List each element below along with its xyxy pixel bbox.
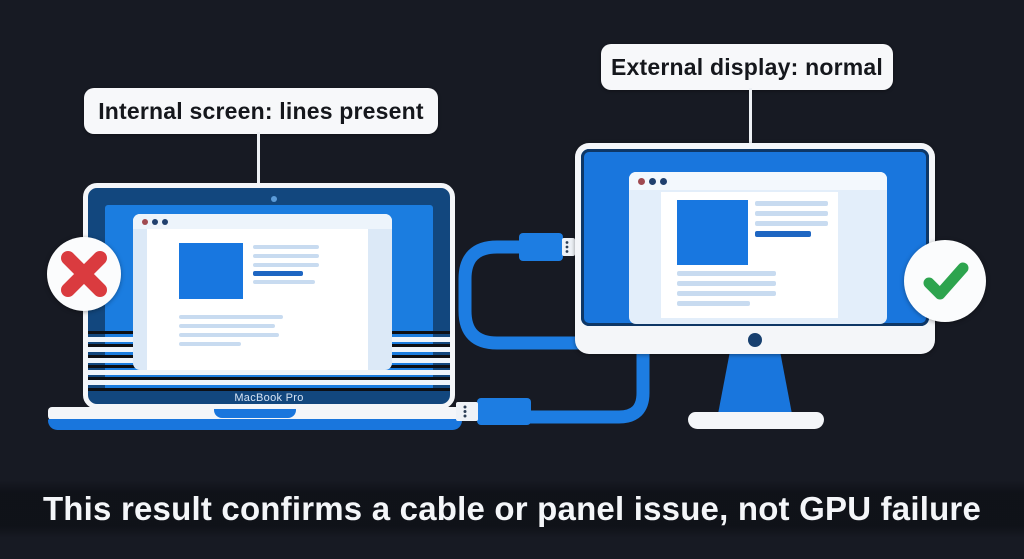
button-placeholder — [253, 271, 303, 276]
external-display-callout-label: External display: normal — [611, 53, 883, 80]
window-zoom-dot-icon — [162, 218, 168, 225]
laptop-camera-dot — [271, 196, 277, 202]
text-line-placeholder — [677, 281, 776, 286]
monitor-browser-window — [629, 172, 887, 324]
usb-plug-icon-bottom — [456, 398, 531, 425]
text-line-placeholder — [179, 342, 241, 346]
button-placeholder — [755, 231, 811, 237]
window-zoom-dot-icon — [660, 177, 667, 185]
monitor-browser-titlebar — [629, 172, 887, 190]
text-line-placeholder — [179, 333, 279, 337]
laptop-hinge-notch — [214, 409, 296, 418]
text-line-placeholder — [253, 280, 315, 284]
laptop-brand-label: MacBook Pro — [234, 392, 304, 404]
text-line-placeholder — [253, 263, 319, 267]
text-line-placeholder — [755, 211, 828, 216]
laptop-base-front-edge — [48, 419, 462, 430]
image-placeholder — [179, 243, 243, 299]
laptop-browser-content — [147, 229, 368, 370]
caption-text: This result confirms a cable or panel is… — [42, 490, 982, 527]
green-check-icon — [923, 262, 969, 300]
text-line-placeholder — [253, 254, 319, 258]
monitor-stand-neck — [718, 352, 792, 414]
monitor-stand-base — [688, 412, 824, 429]
text-line-placeholder — [253, 245, 319, 249]
text-line-placeholder — [677, 301, 750, 306]
red-cross-icon — [61, 251, 107, 297]
window-close-dot-icon — [638, 177, 645, 185]
text-line-placeholder — [677, 291, 776, 296]
cable-lower-run — [523, 343, 650, 424]
text-line-placeholder — [755, 221, 828, 226]
text-line-placeholder — [179, 315, 283, 319]
status-ok-badge — [904, 240, 986, 322]
monitor-browser-content — [661, 192, 838, 318]
laptop-browser-titlebar — [133, 214, 392, 229]
window-close-dot-icon — [142, 218, 148, 225]
text-line-placeholder — [179, 324, 275, 328]
caption-backdrop-band — [0, 480, 1024, 538]
usb-plug-icon-top — [519, 233, 575, 261]
window-minimize-dot-icon — [649, 177, 656, 185]
window-minimize-dot-icon — [152, 218, 158, 225]
internal-screen-callout-label: Internal screen: lines present — [98, 97, 424, 124]
external-callout-connector-line — [749, 88, 752, 148]
monitor-chin-dot — [748, 333, 762, 347]
external-display-callout: External display: normal — [601, 44, 893, 90]
status-fail-badge — [47, 237, 121, 311]
internal-screen-callout: Internal screen: lines present — [84, 88, 438, 134]
text-line-placeholder — [677, 271, 776, 276]
internal-callout-connector-line — [257, 132, 260, 187]
laptop-browser-window — [133, 214, 392, 370]
text-line-placeholder — [755, 201, 828, 206]
image-placeholder — [677, 200, 748, 265]
